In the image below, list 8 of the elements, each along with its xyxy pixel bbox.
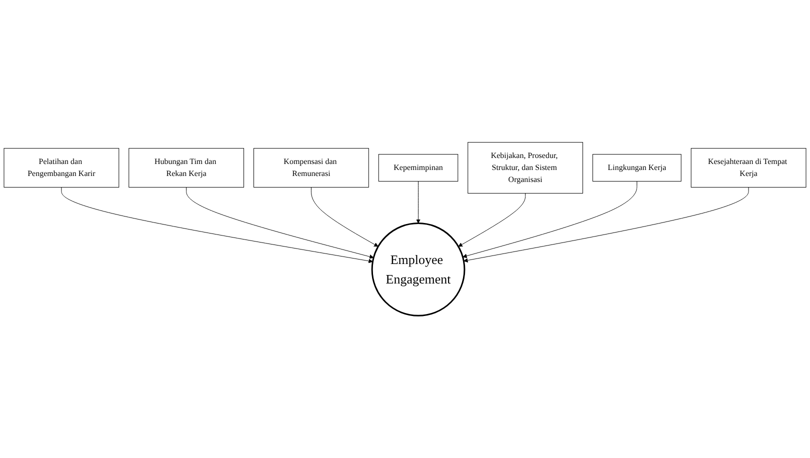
arrow	[61, 187, 373, 264]
arrow	[416, 181, 420, 224]
arrow	[186, 187, 374, 259]
arrow	[464, 187, 749, 262]
arrow	[462, 181, 638, 258]
arrow	[458, 193, 526, 247]
node-circle: Employee Engagement	[371, 222, 466, 316]
arrow	[310, 187, 378, 247]
